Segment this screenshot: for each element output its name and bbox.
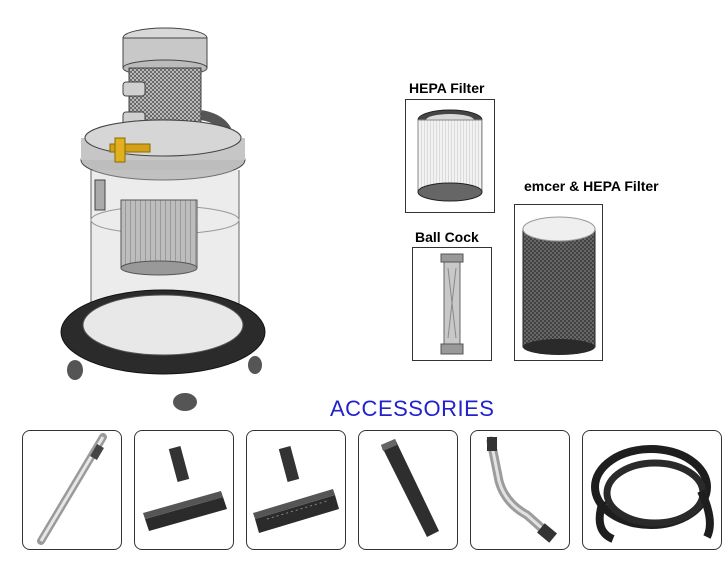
bent-wand-image [486,436,557,543]
hepa-filter-box [405,99,495,213]
vacuum-illustration [60,27,266,411]
accessory-extension-wand [22,430,122,550]
emcer-hepa-image [522,216,596,355]
ball-cock-box [412,247,492,361]
extension-wand-image [37,433,107,545]
hose-image [591,445,714,543]
floor-brush-image [253,446,339,533]
vacuum-drawing [55,20,280,415]
crevice-tool-image [381,439,439,537]
floor-tool-image [143,446,227,531]
ball-cock-image [440,253,464,355]
accessory-bent-wand [470,430,570,550]
hepa-filter-image [417,109,483,202]
accessories-title: ACCESSORIES [330,396,495,421]
ball-cock-label: Ball Cock [415,229,479,245]
hepa-filter-label: HEPA Filter [409,80,485,96]
accessory-hose [582,430,722,550]
accessory-floor-brush [246,430,346,550]
accessory-floor-tool [134,430,234,550]
accessory-crevice-tool [358,430,458,550]
emcer-hepa-label: emcer & HEPA Filter [524,178,659,194]
emcer-hepa-box [514,204,603,361]
